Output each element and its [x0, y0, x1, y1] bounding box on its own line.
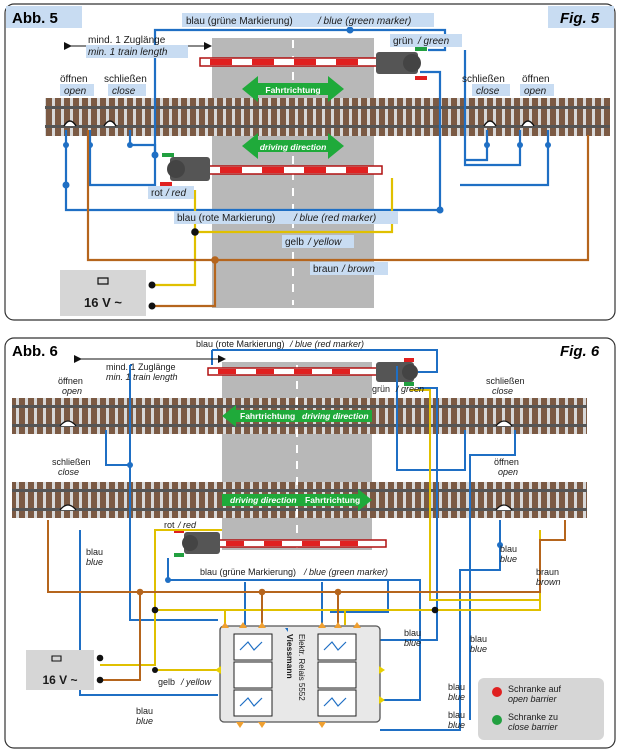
- p5-close-de-right: schließen: [462, 74, 505, 85]
- p6-open-de-right: öffnen: [494, 457, 519, 467]
- p5-close-de-left: schließen: [104, 74, 147, 85]
- p6-min-length-de: mind. 1 Zuglänge: [106, 362, 176, 372]
- p5-red-en: / red: [165, 188, 186, 199]
- p5-wire-top-de: blau (grüne Markierung): [186, 16, 293, 27]
- blue-wires-p6: [79, 349, 516, 731]
- p6-blue-de-4: blau: [470, 634, 487, 644]
- panel-6-title-en: Fig. 6: [560, 343, 600, 360]
- p6-brown-en: brown: [536, 577, 561, 587]
- p6-blue-en-5: blue: [448, 692, 465, 702]
- p5-min-length-en: min. 1 train length: [88, 47, 168, 58]
- direction-arrow-p5-bottom: [242, 133, 344, 159]
- p5-green-de: grün: [393, 36, 413, 47]
- arrow-label-de: Fahrtrichtung: [265, 85, 320, 95]
- p5-open-en-left: open: [64, 86, 87, 97]
- p6-close-en-right: close: [492, 386, 513, 396]
- legend-close-de: Schranke zu: [508, 712, 558, 722]
- track-contacts-p5: [63, 120, 535, 127]
- legend-open-de: Schranke auf: [508, 684, 562, 694]
- track-contacts-p6: [59, 420, 513, 511]
- p6-min-length-en: min. 1 train length: [106, 372, 178, 382]
- relay-name: Elektr. Relais 5552: [297, 634, 306, 701]
- p6-wire-top-en: / blue (red marker): [289, 339, 364, 349]
- p6-brown-de: braun: [536, 567, 559, 577]
- p6-blue-en-3: blue: [404, 638, 421, 648]
- viessmann-logo-icon: [285, 628, 288, 632]
- power-supply-p6: [26, 650, 94, 690]
- p6-open-en-right: open: [498, 467, 518, 477]
- p6-wire-mid-de: blau (grüne Markierung): [200, 567, 296, 577]
- road-p6: [222, 362, 372, 550]
- p6-blue-en-4: blue: [470, 644, 487, 654]
- p6-blue-en-2: blue: [500, 554, 517, 564]
- p5-green-en: / green: [417, 36, 450, 47]
- panel-5-title-en-bg: [548, 6, 614, 28]
- legend-box: [478, 678, 604, 740]
- panel-5-title: Abb. 5: [12, 10, 58, 27]
- p5-wire-top-en: / blue (green marker): [317, 16, 411, 27]
- p5-close-en-left: close: [112, 86, 136, 97]
- transformer-icon-p6: [51, 655, 62, 662]
- p5-wire-mid-en: / blue (red marker): [293, 213, 376, 224]
- p6-blue-de-7: blau: [136, 706, 153, 716]
- p6-blue-en-6: blue: [448, 720, 465, 730]
- p5-brown-de: braun: [313, 264, 339, 275]
- p6-arrow-upper-en: driving direction: [302, 411, 369, 421]
- p5-supply-label: 16 V ~: [84, 295, 122, 310]
- p6-open-en-left: open: [62, 386, 82, 396]
- p6-supply-label: 16 V ~: [42, 673, 77, 687]
- p6-yellow-de: gelb: [158, 677, 175, 687]
- panel-6-title: Abb. 6: [12, 343, 58, 360]
- p6-wire-top-de: blau (rote Markierung): [196, 339, 285, 349]
- relay-brand: Viessmann: [285, 634, 295, 679]
- p6-close-en-left: close: [58, 467, 79, 477]
- direction-arrow-p6-lower: [222, 489, 372, 511]
- p6-red-en: / red: [177, 520, 197, 530]
- p6-blue-de-3: blau: [404, 628, 421, 638]
- p5-yellow-en: / yellow: [307, 237, 342, 248]
- p5-open-de-left: öffnen: [60, 74, 88, 85]
- p5-yellow-de: gelb: [285, 237, 304, 248]
- p6-wire-mid-en: / blue (green marker): [303, 567, 388, 577]
- p5-brown-en: / brown: [341, 264, 375, 275]
- p5-close-en-right: close: [476, 86, 500, 97]
- p6-arrow-upper-de: Fahrtrichtung: [240, 411, 295, 421]
- p6-blue-de-2: blau: [500, 544, 517, 554]
- p6-red-de: rot: [164, 520, 175, 530]
- legend-close-en: close barrier: [508, 722, 559, 732]
- direction-arrow-p5-top: [242, 76, 344, 102]
- p6-blue-de-5: blau: [448, 682, 465, 692]
- panel-5-title-bg: [6, 6, 82, 28]
- p6-green-de: grün: [372, 384, 390, 394]
- p5-min-length-de: mind. 1 Zuglänge: [88, 35, 166, 46]
- p6-blue-de-6: blau: [448, 710, 465, 720]
- p6-close-de-right: schließen: [486, 376, 525, 386]
- direction-arrow-p6-upper: [222, 405, 372, 427]
- legend-open-en: open barrier: [508, 694, 558, 704]
- p6-blue-en-7: blue: [136, 716, 153, 726]
- arrow-label-en: driving direction: [260, 142, 327, 152]
- transformer-icon: [97, 277, 109, 285]
- p5-red-de: rot: [151, 188, 163, 199]
- legend-green-dot: [492, 715, 502, 725]
- p6-blue-en-1: blue: [86, 557, 103, 567]
- p6-arrow-lower-de: Fahrtrichtung: [305, 495, 360, 505]
- p5-open-de-right: öffnen: [522, 74, 550, 85]
- p5-open-en-right: open: [524, 86, 547, 97]
- legend-red-dot: [492, 687, 502, 697]
- panel-5-title-en: Fig. 5: [560, 10, 600, 27]
- p6-close-de-left: schließen: [52, 457, 91, 467]
- p6-green-en: / green: [395, 384, 424, 394]
- p6-blue-de-1: blau: [86, 547, 103, 557]
- p5-wire-mid-de: blau (rote Markierung): [177, 213, 275, 224]
- p6-arrow-lower-en: driving direction: [230, 495, 297, 505]
- p6-yellow-en: / yellow: [180, 677, 212, 687]
- p6-open-de-left: öffnen: [58, 376, 83, 386]
